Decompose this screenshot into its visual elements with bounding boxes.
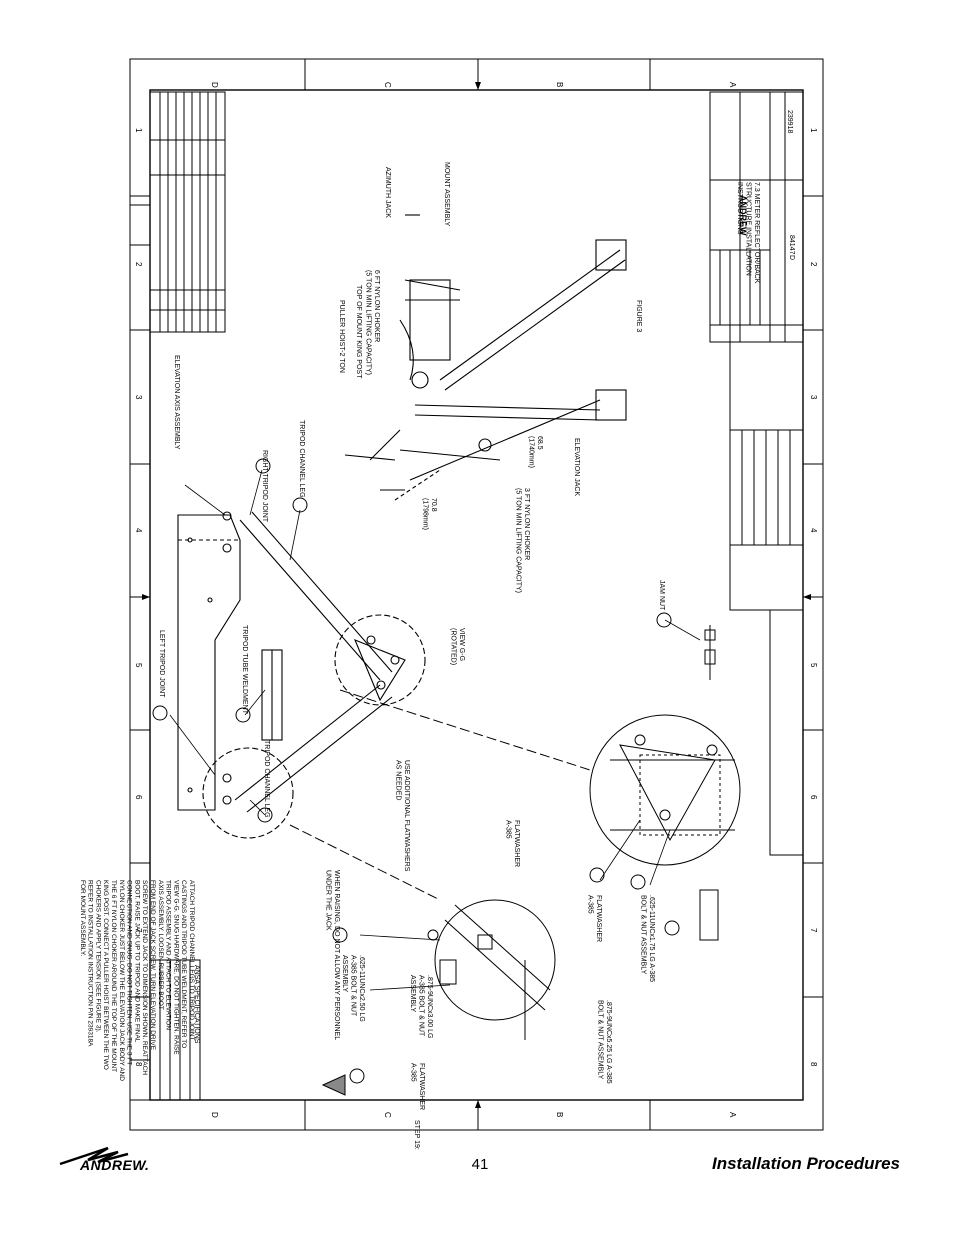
page-number: 41 (471, 1156, 489, 1173)
callout-bolt-2: .875-9UNCx3.00 LGA-385 BOLT & NUTASSEMBL… (409, 975, 433, 1038)
zone-number-1-right: 1 (809, 128, 818, 133)
callout-nylon-choker-6: 6 FT NYLON CHOKER(5 TON MIN LIFTING CAPA… (365, 270, 380, 375)
callout-flatwasher-3: FLATWASHERA-385 (410, 1063, 425, 1110)
callout-flatwasher-1: FLATWASHERA-385 (505, 820, 520, 867)
section-title: Installation Procedures (712, 1154, 900, 1173)
spec-title: ANSA SPECIFICATIONS (193, 965, 200, 1044)
callout-tripod-channel-leg-top: TRIPOD CHANNEL LEG (298, 420, 305, 498)
step-text: ATTACH TRIPOD CHANNEL LEGS TO TRIPOD JOI… (79, 880, 195, 1081)
callout-flatwasher-2: FLATWASHERA-385 (587, 895, 602, 942)
andrew-wordmark: ANDREW. (80, 1157, 150, 1173)
warning-icon (321, 1074, 346, 1096)
zone-number-5-right: 5 (809, 663, 818, 668)
zone-number-1-left: 1 (134, 128, 143, 133)
zone-number-6-right: 6 (809, 795, 818, 800)
zone-number-8-right: 8 (809, 1062, 818, 1067)
callout-top-mount-king-post: TOP OF MOUNT KING POST (355, 285, 362, 379)
callout-right-tripod-joint: RIGHT TRIPOD JOINT (261, 450, 268, 523)
drawing-outer-border (129, 58, 824, 1131)
tripod-assembly-drawing (177, 511, 426, 839)
title-block-title: 7.3 METER REFLECTOR/BACKSTRUCTURE INSTAL… (736, 182, 760, 284)
callout-left-tripod-joint: LEFT TRIPOD JOINT (158, 630, 165, 698)
zone-ticks (130, 59, 823, 1130)
detail-view-bolt (427, 899, 556, 1040)
zone-letter-c-top: C (383, 82, 392, 88)
leader-lines (169, 469, 701, 991)
title-block (129, 91, 804, 1101)
zone-number-8-left: 8 (134, 1062, 143, 1067)
zone-letter-b-bottom: B (555, 1112, 564, 1117)
title-block-cage: 84147 (788, 235, 795, 255)
zone-letter-a-bottom: A (728, 1112, 737, 1118)
callout-bolt-3: .625-11UNCx1.75 LG A-385BOLT & NUT ASSEM… (640, 895, 655, 982)
callout-jam-nut: JAM NUT (658, 580, 665, 611)
callout-tripod-tube-weldment: TRIPOD TUBE WELDMENT (241, 625, 248, 715)
zone-number-2-right: 2 (809, 262, 818, 267)
detail-view-g (289, 689, 741, 901)
title-block-size: D (788, 255, 795, 260)
zone-number-6-left: 6 (134, 795, 143, 800)
view-label: VIEW G-G(ROTATED) (450, 628, 465, 665)
zone-number-7-right: 7 (809, 928, 818, 933)
warning-text: WHEN RAISING, DO NOT ALLOW ANY PERSONNEL… (325, 870, 340, 1040)
dimension-68-5: 68.5(1740mm) (528, 436, 543, 468)
figure-label: FIGURE 3 (635, 300, 642, 332)
zone-number-3-left: 3 (134, 395, 143, 400)
revision-table (129, 91, 226, 333)
callout-elevation-axis: ELEVATION AXIS ASSEMBLY (173, 355, 180, 450)
dimension-70-8: 70.8(1798mm) (422, 498, 437, 530)
zone-letter-a-top: A (728, 82, 737, 88)
callout-elevation-jack: ELEVATION JACK (573, 438, 580, 496)
zone-letter-c-bottom: C (383, 1112, 392, 1118)
zone-number-7-left: 7 (134, 928, 143, 933)
callout-additional-flatwashers: USE ADDITIONAL FLATWASHERSAS NEEDED (395, 760, 410, 872)
callout-bolt-4: .875-9UNCx5.25 LG A-385BOLT & NUT ASSEMB… (597, 1000, 612, 1084)
callout-bolt-1: .625-11UNCx2.50 LGA-385 BOLT & NUTASSEMB… (341, 955, 365, 1022)
zone-number-3-right: 3 (809, 395, 818, 400)
andrew-logo-icon (59, 1146, 129, 1166)
zone-letter-b-top: B (555, 82, 564, 87)
callout-nylon-choker-3: 3 FT NYLON CHOKER(5 TON MIN LIFTING CAPA… (515, 488, 530, 593)
title-block-company: ANDREW (738, 195, 748, 236)
centering-arrows (142, 82, 811, 1108)
title-block-drawing-no: 239918 (786, 110, 793, 133)
zone-number-4-right: 4 (809, 528, 818, 533)
step-title: STEP 19: (413, 1120, 420, 1150)
zone-number-4-left: 4 (134, 528, 143, 533)
zone-letter-d-top: D (210, 82, 219, 88)
figure-3-drawing (344, 214, 627, 501)
zone-number-2-left: 2 (134, 262, 143, 267)
callout-puller-hoist: PULLER HOIST-2 TON (338, 300, 345, 373)
zone-letter-d-bottom: D (210, 1112, 219, 1118)
callout-balloons (152, 458, 680, 1084)
callout-tripod-channel-leg-bottom: TRIPOD CHANNEL LEG (263, 740, 270, 818)
callout-mount-assembly: MOUNT ASSEMBLY (443, 162, 450, 227)
callout-azimuth-jack: AZIMUTH JACK (384, 167, 391, 218)
hardware-stack (699, 625, 719, 941)
zone-number-5-left: 5 (134, 663, 143, 668)
